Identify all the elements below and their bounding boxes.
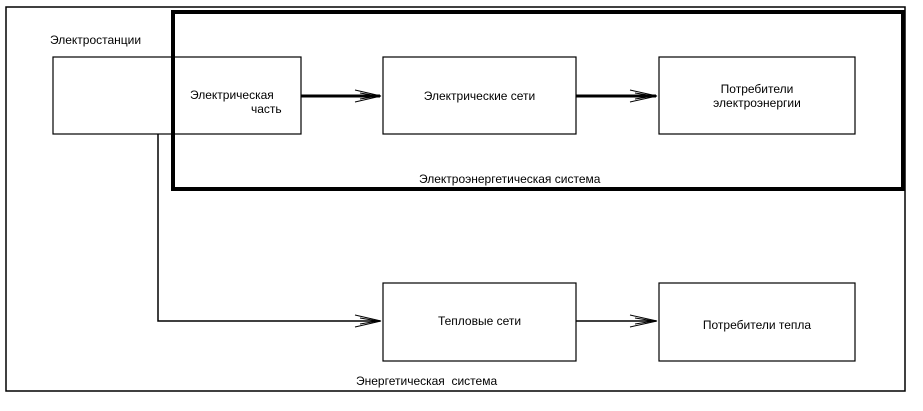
- arrowhead-icon: [629, 314, 658, 328]
- heat-consumers-box: [658, 282, 856, 362]
- arrowhead-icon: [354, 314, 382, 328]
- arrowhead-icon: [629, 89, 658, 103]
- power-consumers-box: [658, 56, 856, 135]
- electrical-part-label: Электрическая: [190, 88, 274, 102]
- electric-power-system-label: Электроэнергетическая система: [419, 172, 601, 186]
- arrowhead-icon: [354, 89, 382, 103]
- power-consumers-label-line2: электроэнергии: [713, 96, 801, 110]
- heat-networks-box: [382, 282, 577, 362]
- energy-system-frame: [5, 6, 906, 392]
- heat-consumers-label: Потребители тепла: [702, 318, 812, 332]
- electric-networks-label: Электрические сети: [423, 89, 536, 103]
- power-plants-label: Электростанции: [50, 33, 142, 47]
- heat-networks-label: Тепловые сети: [437, 314, 522, 328]
- power-consumers-label-line1: Потребители: [720, 82, 794, 96]
- electrical-part-label-line2: часть: [251, 102, 282, 116]
- energy-system-label: Энергетическая система: [356, 374, 498, 388]
- connector-plant-to-heat-networks: [157, 134, 380, 322]
- electric-power-system-frame: [171, 10, 905, 191]
- power-consumers-label: Потребители электроэнергии: [659, 82, 855, 110]
